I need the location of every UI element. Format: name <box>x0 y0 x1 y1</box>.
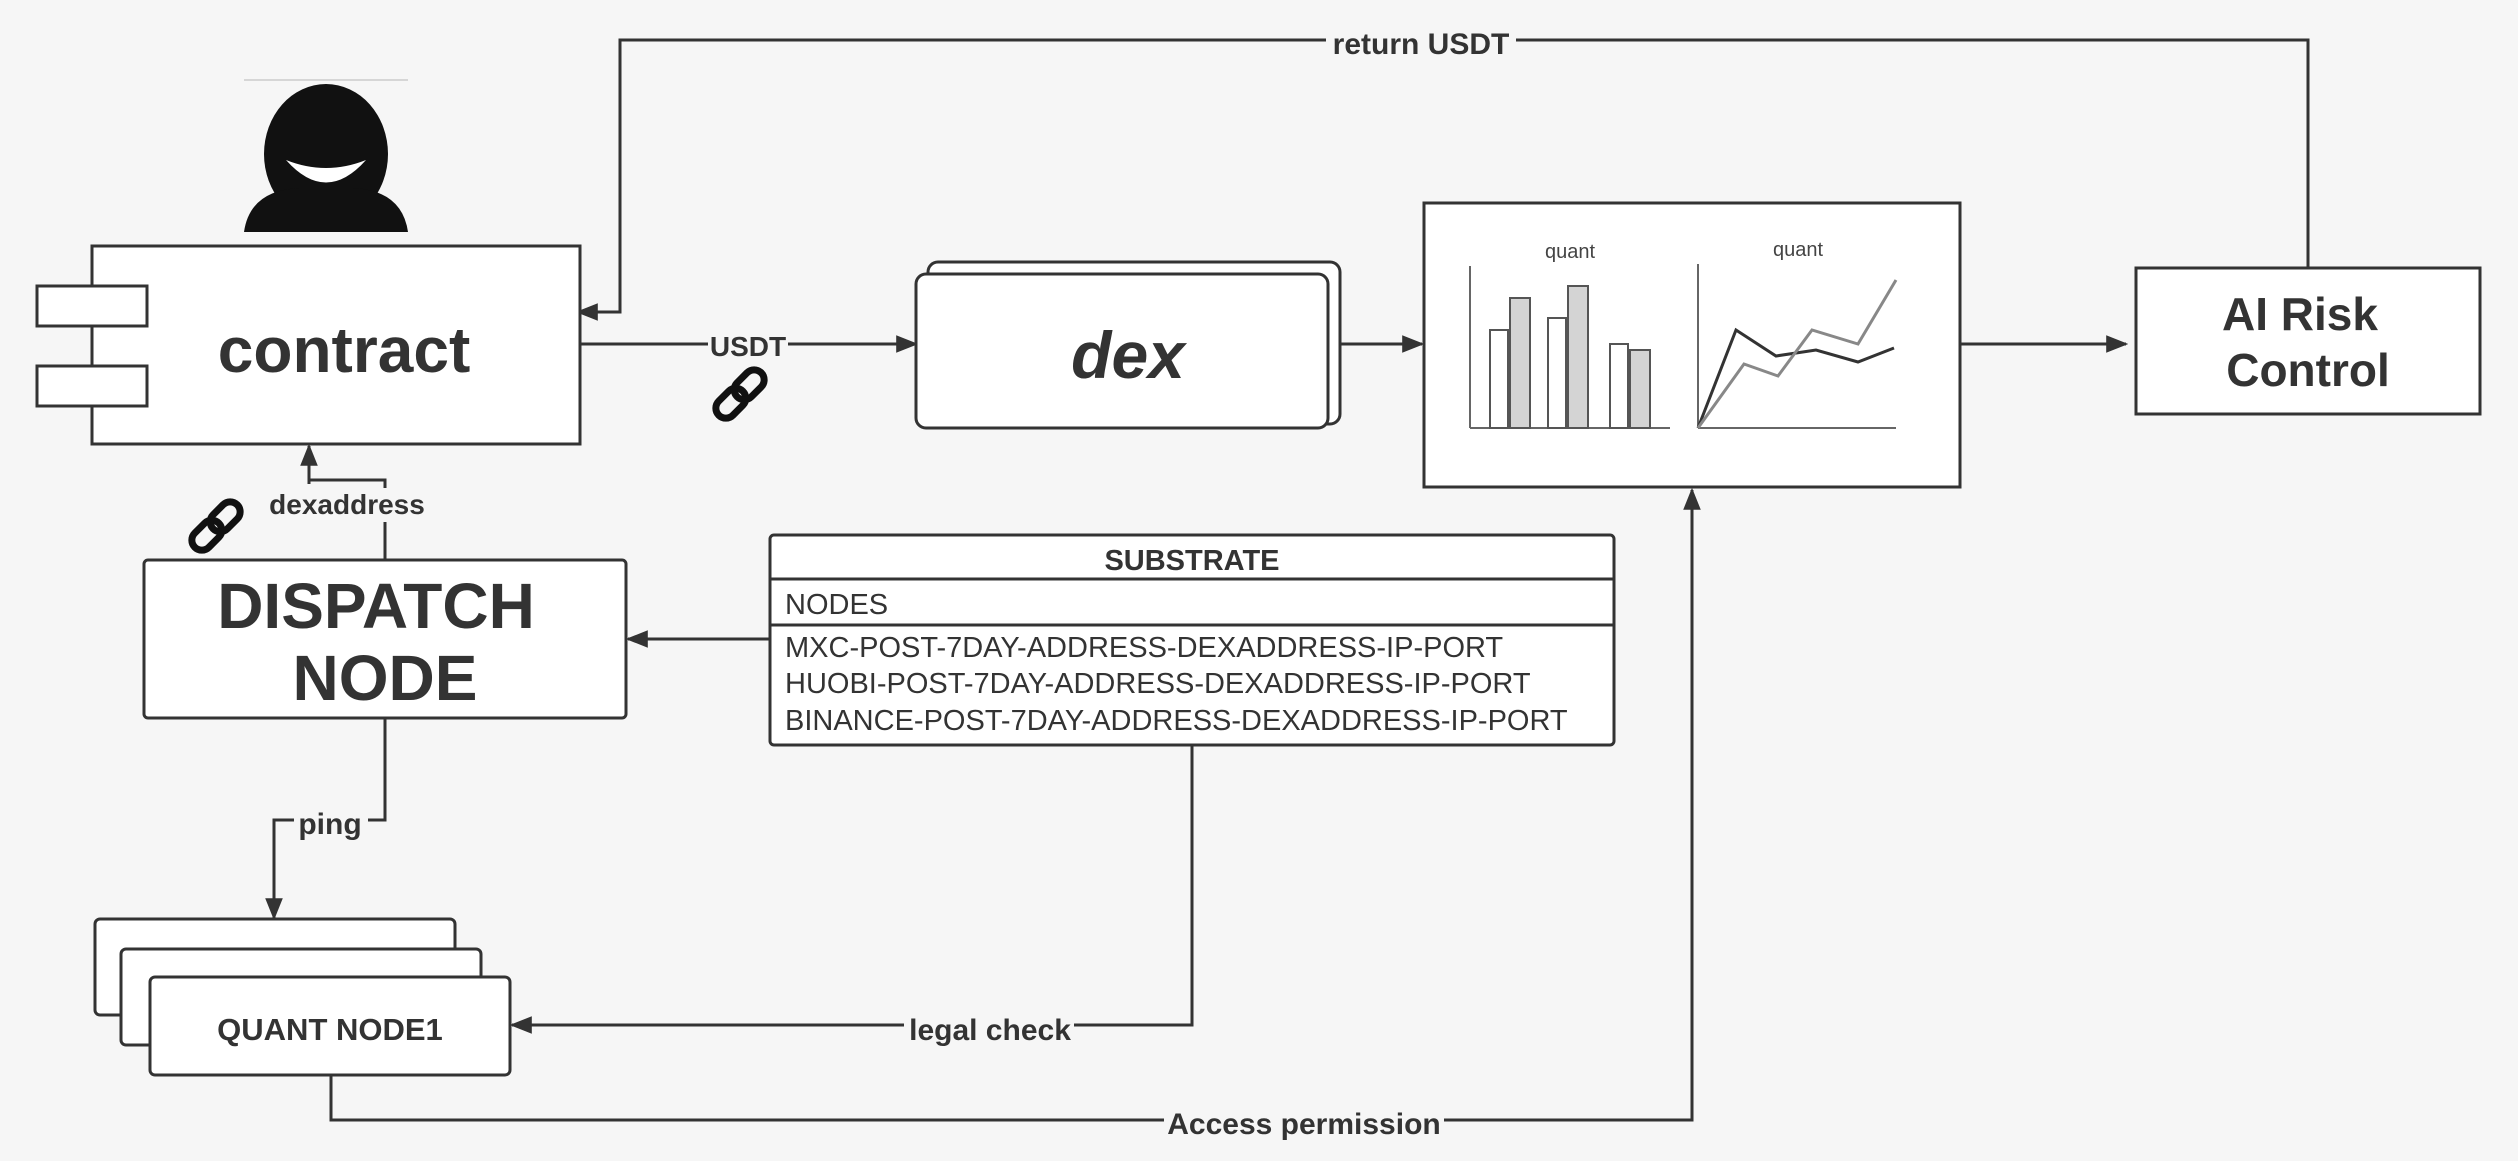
access-permission-label: Access permission <box>1167 1108 1440 1141</box>
quant-node-label: QUANT NODE1 <box>217 1012 443 1047</box>
edge-return-usdt <box>575 38 2310 321</box>
edge-access-permission <box>329 487 1701 1122</box>
dexaddress-label: dexaddress <box>269 489 425 520</box>
contract-node[interactable]: contract <box>35 244 582 446</box>
substrate-section-nodes: NODES <box>785 589 888 621</box>
quant-node[interactable]: QUANT NODE1 <box>93 917 512 1077</box>
ai-risk-control-node[interactable]: AI Risk Control <box>2134 266 2482 416</box>
bar-chart-icon: quant <box>1469 241 1670 429</box>
edge-legal-check <box>509 745 1194 1034</box>
ai-risk-label-line2: Control <box>2226 344 2390 396</box>
substrate-table: SUBSTRATE NODES MXC-POST-7DAY-ADDRESS-DE… <box>768 533 1616 747</box>
substrate-row: HUOBI-POST-7DAY-ADDRESS-DEXADDRESS-IP-PO… <box>785 668 1531 700</box>
dispatch-node[interactable]: DISPATCH NODE <box>142 558 628 720</box>
chain-link-icon <box>188 498 244 554</box>
substrate-row: MXC-POST-7DAY-ADDRESS-DEXADDRESS-IP-PORT <box>785 632 1503 664</box>
line-chart-icon: quant <box>1696 239 1898 429</box>
substrate-row: BINANCE-POST-7DAY-ADDRESS-DEXADDRESS-IP-… <box>785 705 1568 737</box>
return-usdt-label: return USDT <box>1333 28 1510 61</box>
component-port-icon <box>35 284 149 328</box>
user-icon <box>244 79 408 232</box>
dispatch-label-line2: NODE <box>293 642 478 714</box>
usdt-label: USDT <box>710 331 786 362</box>
ai-risk-label-line1: AI Risk <box>2222 288 2378 340</box>
legal-check-label: legal check <box>909 1014 1071 1047</box>
dex-node[interactable]: dex <box>914 260 1342 430</box>
dex-label: dex <box>1071 318 1187 392</box>
ping-label: ping <box>298 808 361 841</box>
chart-title-left: quant <box>1545 241 1595 263</box>
chain-link-icon <box>712 366 768 422</box>
dispatch-label-line1: DISPATCH <box>217 570 535 642</box>
chart-title-right: quant <box>1773 239 1823 261</box>
contract-label: contract <box>218 314 471 386</box>
substrate-title: SUBSTRATE <box>1104 545 1279 577</box>
component-port-icon <box>35 364 149 408</box>
quant-charts-panel: quant quant <box>1422 201 1962 489</box>
